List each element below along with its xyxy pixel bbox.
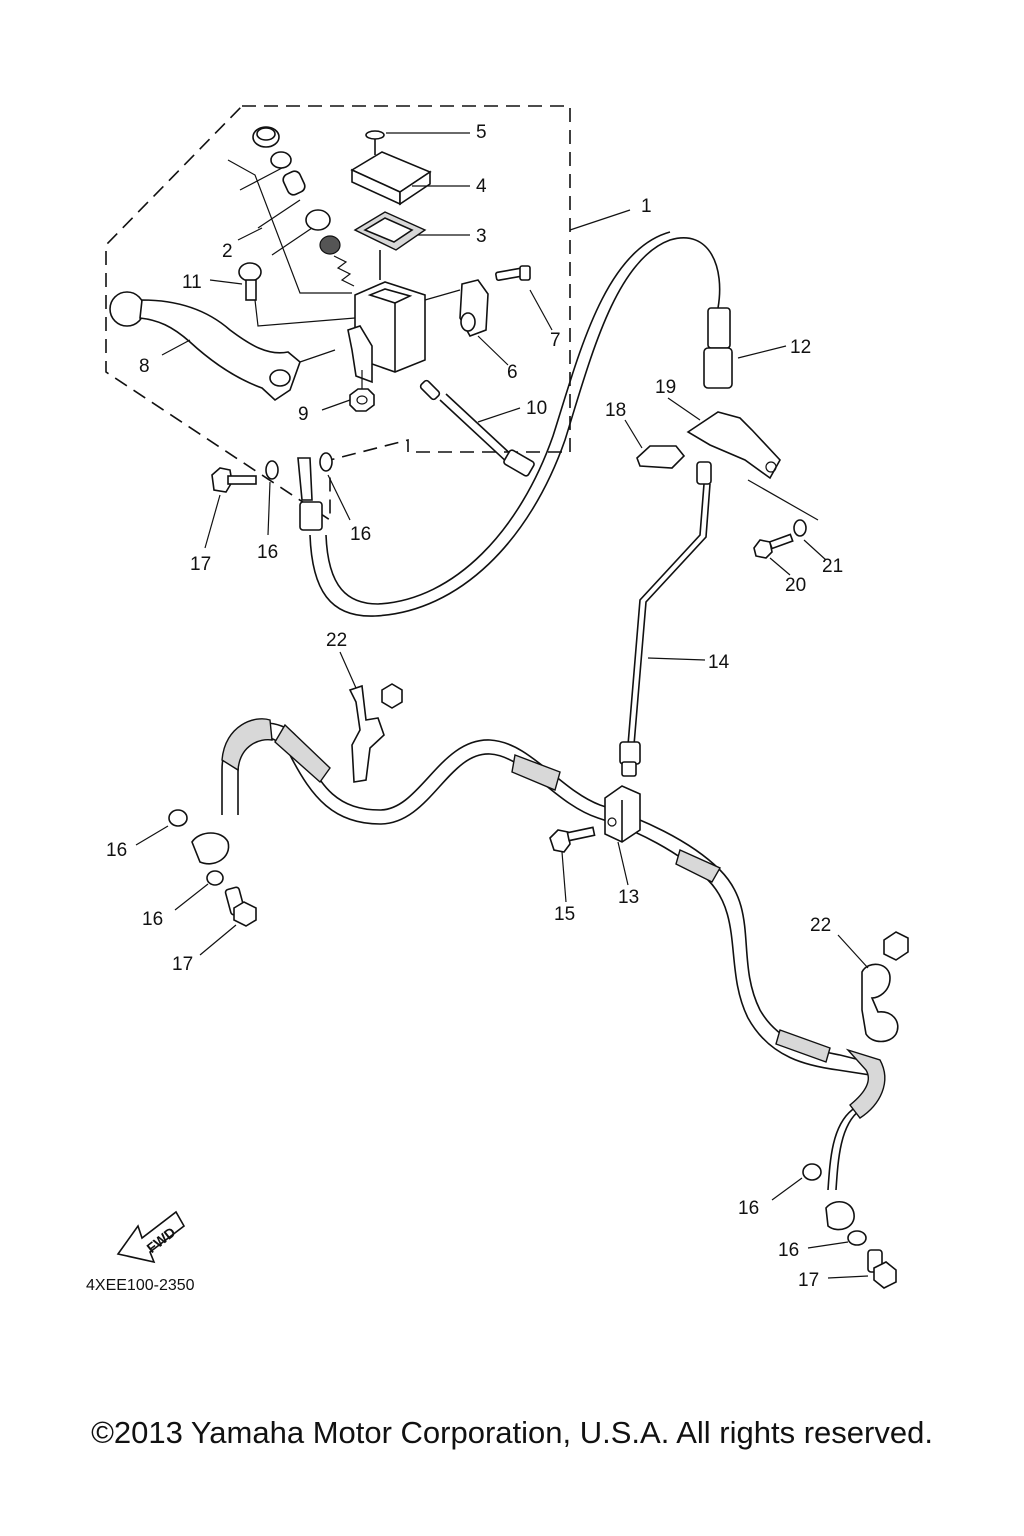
leader-16-lower-left-b [174, 883, 209, 911]
lever-pivot-bolt [238, 262, 262, 301]
master-cylinder-assembly-boundary [105, 105, 571, 522]
callout-10: 10 [526, 398, 547, 419]
leader-7 [529, 289, 553, 331]
leader-2 [237, 227, 263, 241]
callout-17c: 17 [798, 1270, 819, 1291]
leader-13 [617, 841, 629, 886]
callout-16b: 16 [350, 524, 371, 545]
brake-lever [109, 291, 301, 402]
brake-light-switch [419, 379, 535, 477]
callout-14: 14 [708, 652, 730, 673]
hose-bracket [636, 411, 781, 480]
callout-13: 13 [618, 887, 639, 908]
lower-left-union-group [168, 809, 257, 927]
upper-union-bolt-group [211, 452, 333, 493]
lever-nut [349, 388, 375, 412]
reservoir-cap [350, 151, 432, 206]
leader-16-upper-left [267, 481, 271, 536]
leader-17-upper [204, 494, 221, 549]
leader-17-lower-left [199, 924, 237, 956]
copyright-notice: ©2013 Yamaha Motor Corporation, U.S.A. A… [91, 1415, 933, 1450]
callout-16c: 16 [106, 840, 127, 861]
lower-right-union-group [802, 1163, 897, 1289]
leader-16-lower-left-a [135, 825, 169, 846]
brake-pipe [619, 461, 712, 777]
callout-17a: 17 [190, 554, 211, 575]
reservoir-screw [365, 130, 385, 155]
leader-17-lower-right [827, 1275, 869, 1279]
leader-16-lower-right-a [771, 1177, 803, 1201]
leader-body-link [424, 289, 461, 301]
callout-21: 21 [822, 556, 843, 577]
leader-21 [803, 539, 827, 561]
upper-brake-hose [297, 231, 733, 617]
lower-brake-hose [191, 718, 886, 1231]
leader-6 [477, 335, 509, 366]
callout-1: 1 [641, 196, 652, 217]
callout-2: 2 [222, 241, 233, 262]
forward-direction-arrow: FWD [116, 1210, 186, 1264]
clamp-bolt [495, 265, 531, 282]
callout-11: 11 [182, 272, 202, 293]
leader-1 [569, 209, 631, 231]
piston-kit-parts [227, 126, 355, 294]
callout-6: 6 [507, 362, 518, 383]
leader-19 [667, 397, 701, 421]
callout-22a: 22 [326, 630, 347, 651]
leader-22-upper [339, 651, 357, 689]
master-cylinder-body [347, 281, 426, 384]
callout-8: 8 [139, 356, 150, 377]
leader-9 [321, 399, 351, 411]
leader-15 [561, 851, 567, 903]
callout-15: 15 [554, 904, 575, 925]
master-cylinder-holder [459, 279, 489, 337]
leader-8 [161, 339, 191, 356]
hose-clamp-upper [348, 683, 403, 783]
callout-17b: 17 [172, 954, 193, 975]
leader-11 [209, 279, 243, 285]
leader-18 [624, 419, 643, 449]
callout-16a: 16 [257, 542, 278, 563]
callout-3: 3 [476, 226, 487, 247]
brake-hose-joint [604, 785, 641, 843]
callout-22b: 22 [810, 915, 831, 936]
leader-16-upper-right [327, 474, 351, 521]
hose-clamp-lower [861, 931, 909, 1043]
leader-19-link [747, 479, 819, 521]
diagram-code: 4XEE100-2350 [86, 1277, 195, 1294]
callout-19: 19 [655, 377, 676, 398]
leader-11-link [254, 299, 356, 327]
leader-8-link [299, 349, 336, 363]
callout-4: 4 [476, 176, 487, 197]
leader-20 [769, 557, 791, 576]
leader-16-lower-right-b [807, 1241, 849, 1249]
callout-18: 18 [605, 400, 626, 421]
callout-5: 5 [476, 122, 487, 143]
callout-7: 7 [550, 330, 561, 351]
callout-16e: 16 [738, 1198, 759, 1219]
leader-14 [647, 657, 706, 661]
bracket-bolt [753, 519, 807, 559]
leader-12 [737, 345, 787, 359]
callout-12: 12 [790, 337, 811, 358]
callout-16f: 16 [778, 1240, 799, 1261]
callout-9: 9 [298, 404, 309, 425]
leader-10 [477, 407, 521, 423]
leader-22-lower [837, 934, 869, 969]
joint-bolt [549, 826, 596, 853]
callout-20: 20 [785, 575, 806, 596]
diaphragm [353, 211, 427, 280]
callout-16d: 16 [142, 909, 163, 930]
